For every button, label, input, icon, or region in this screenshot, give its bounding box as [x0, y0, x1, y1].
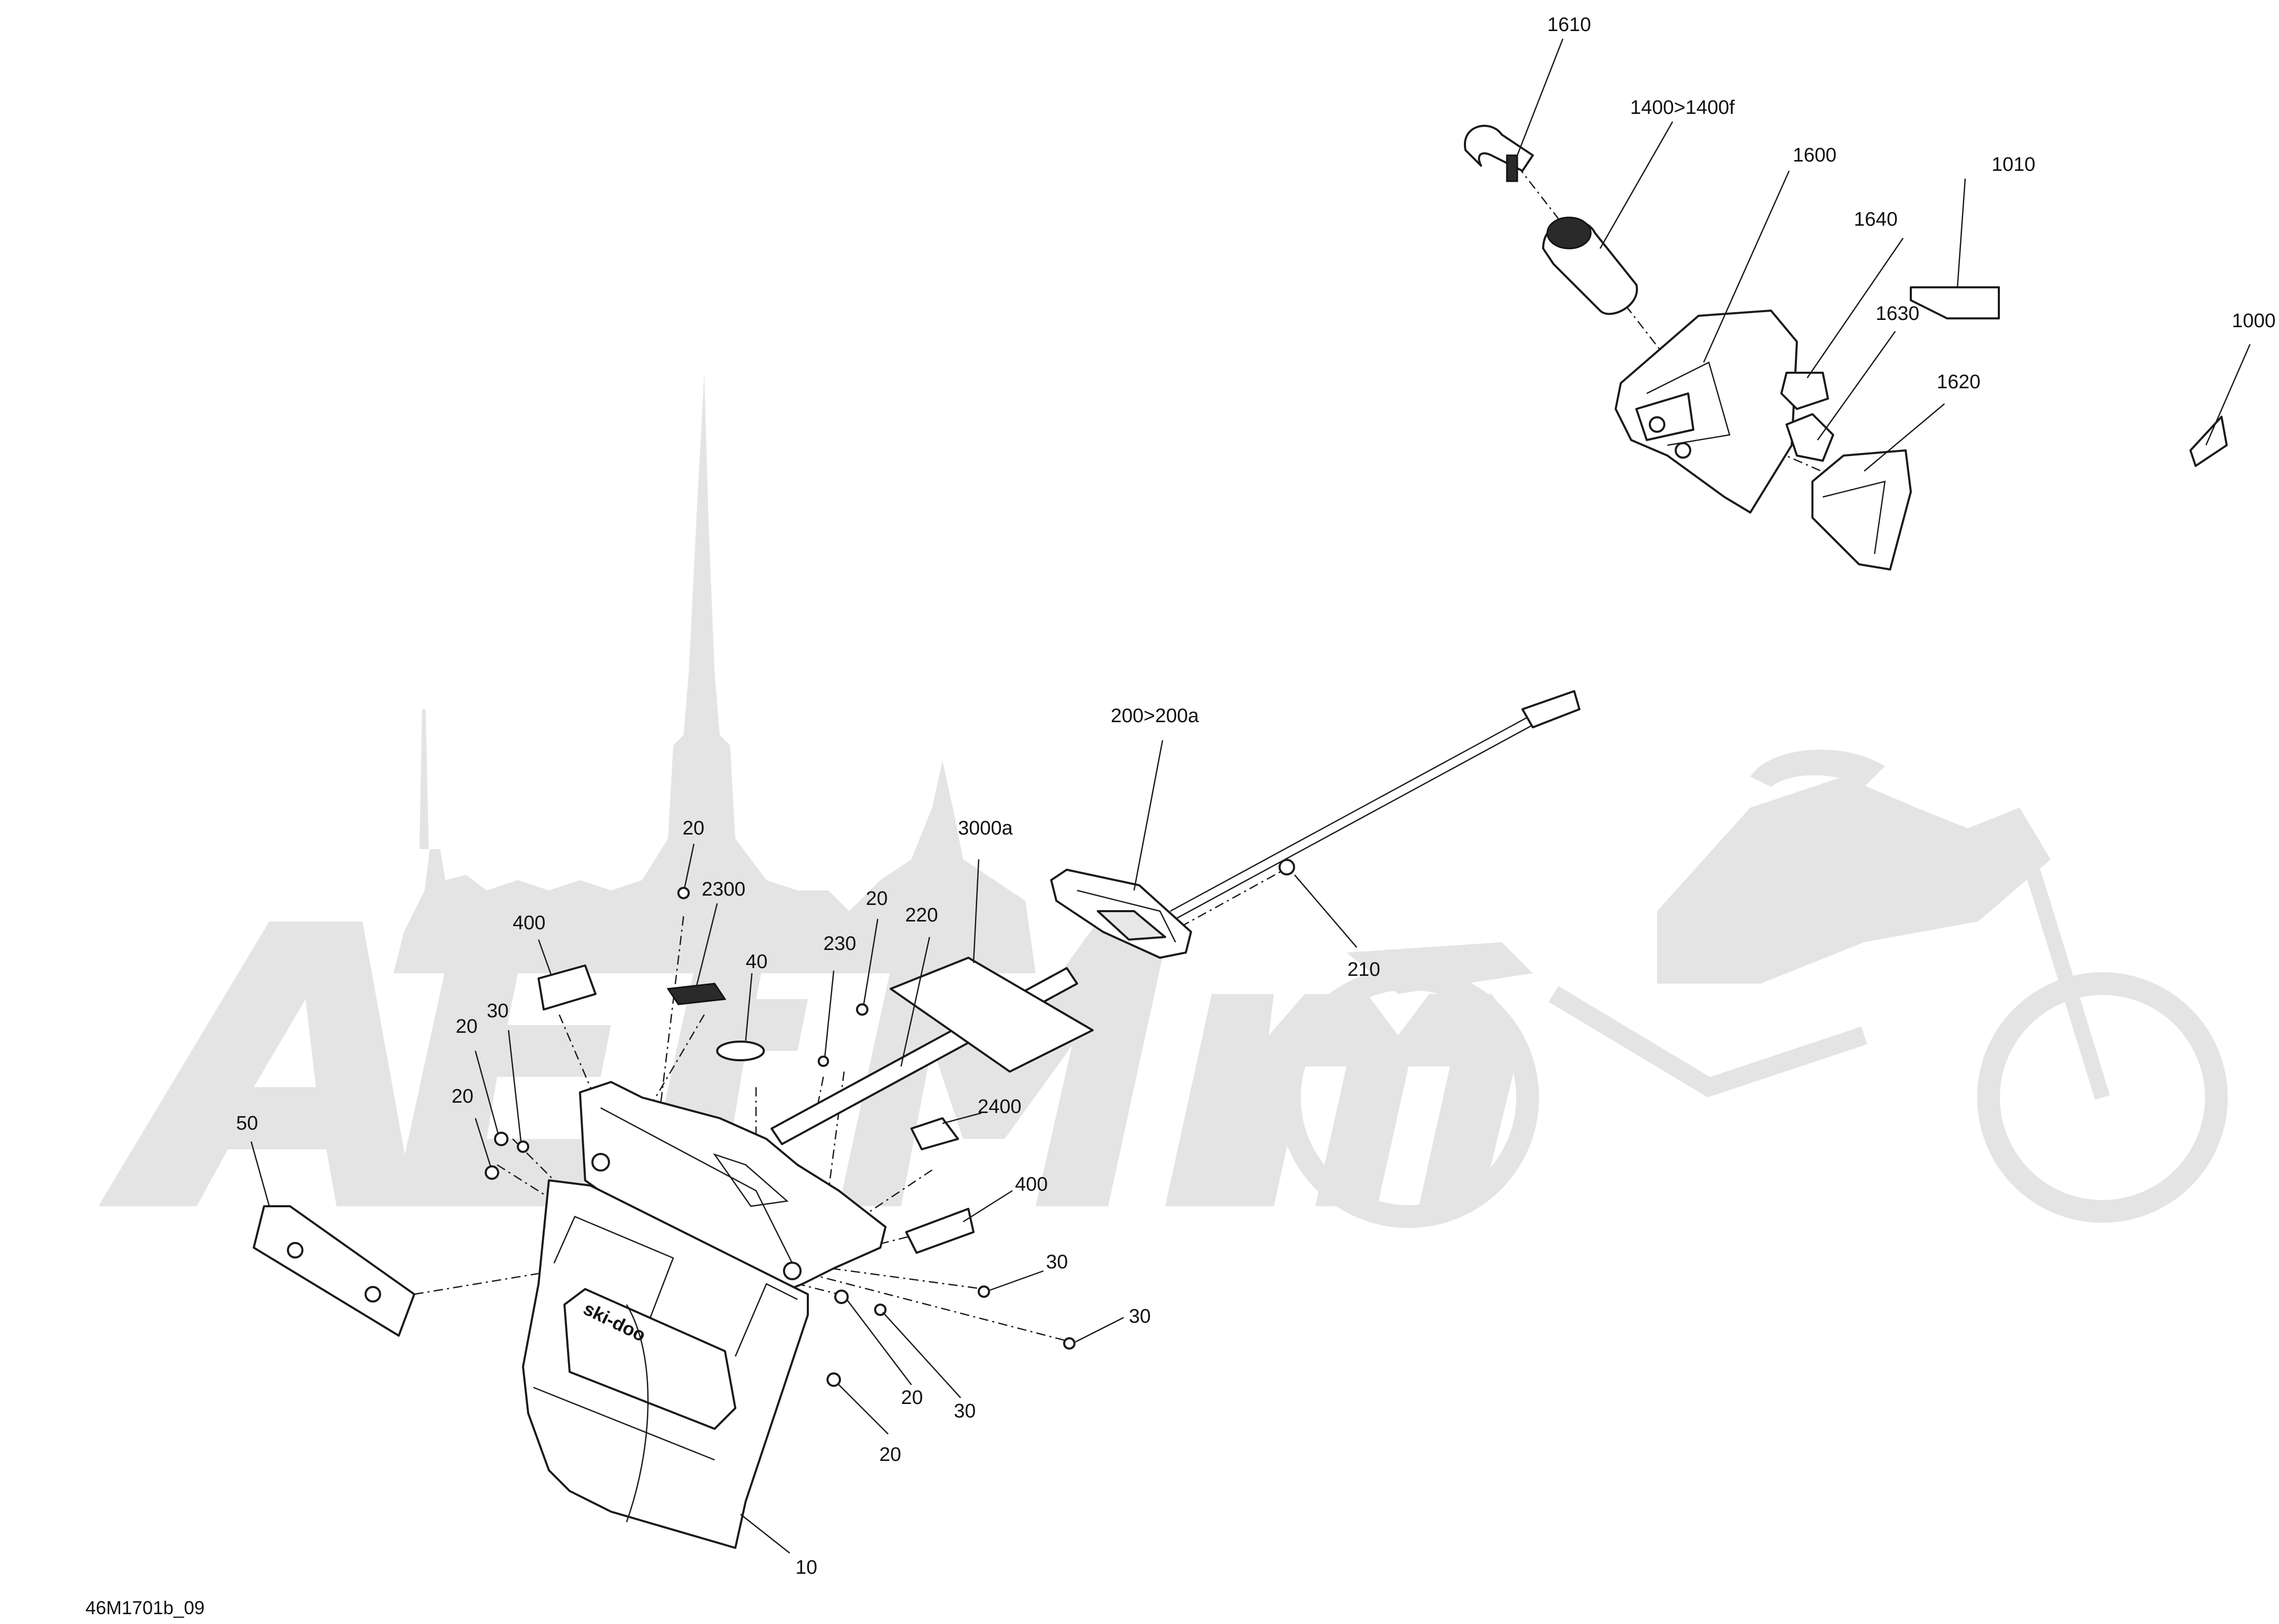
- callout-2400: 2400: [978, 1096, 1022, 1118]
- screw-20-d: [826, 1372, 841, 1387]
- bulb-1400-socket: [1546, 216, 1592, 250]
- callout-1010: 1010: [1992, 154, 2036, 175]
- housing-1600: [1615, 310, 1798, 514]
- callout-20b: 20: [866, 888, 888, 910]
- nut-30-a: [517, 1140, 529, 1153]
- leader-lines: [250, 38, 2251, 1554]
- callout-20e: 20: [901, 1387, 923, 1409]
- callout-230: 230: [823, 933, 856, 955]
- screw-20-right: [856, 1003, 868, 1016]
- cap-1630: [1786, 413, 1834, 462]
- callout-1640: 1640: [1854, 209, 1898, 230]
- screw-20-c: [834, 1290, 849, 1304]
- callout-400a: 400: [513, 912, 545, 934]
- callout-30d: 30: [954, 1400, 976, 1422]
- callout-1600: 1600: [1793, 144, 1837, 166]
- callout-400b: 400: [1015, 1174, 1048, 1195]
- screw-20-top: [677, 887, 690, 899]
- callout-220: 220: [905, 904, 938, 926]
- decal-2300: [666, 983, 727, 1005]
- headlight-housing-assembly: [1463, 125, 2228, 570]
- grommet-210: [1279, 859, 1295, 875]
- hardware: [485, 887, 1076, 1387]
- callout-3000a: 3000a: [958, 817, 1013, 839]
- ski-doo-emblem-plate: [563, 1288, 736, 1430]
- screw-20-b: [485, 1165, 499, 1180]
- callout-200: 200>200a: [1111, 705, 1199, 727]
- screw-20-a: [494, 1132, 509, 1146]
- callout-1400: 1400>1400f: [1630, 97, 1735, 119]
- screw-230: [818, 1056, 829, 1067]
- callout-1610: 1610: [1547, 14, 1591, 36]
- emblem-40: [716, 1041, 765, 1061]
- callout-10: 10: [795, 1557, 817, 1578]
- callout-30b: 30: [1046, 1251, 1068, 1273]
- callout-30a: 30: [487, 1000, 509, 1022]
- callout-2300: 2300: [702, 879, 746, 900]
- callout-210: 210: [1347, 959, 1380, 981]
- clip-1610-tab: [1506, 154, 1518, 182]
- decal-3000a: [890, 957, 1094, 1073]
- connector: [1521, 690, 1580, 728]
- callout-1630: 1630: [1876, 303, 1920, 325]
- cap-1640: [1780, 372, 1829, 410]
- decal-400-right: [905, 1208, 975, 1254]
- cover-1620: [1811, 449, 1912, 570]
- nut-30-c: [1063, 1337, 1076, 1350]
- decal-1010: [1910, 286, 2000, 319]
- callout-20f: 20: [879, 1444, 901, 1466]
- clip-1610: [1463, 125, 1534, 172]
- callout-1620: 1620: [1937, 371, 1981, 393]
- drawing-code: 46M1701b_09: [85, 1597, 205, 1618]
- bracket-50: [253, 1205, 415, 1337]
- mud-flap-assembly: ski-doo: [522, 1081, 887, 1549]
- callout-20d: 20: [452, 1086, 473, 1107]
- harness-and-decal: [771, 957, 1094, 1145]
- taillight-assembly: [1050, 690, 1580, 959]
- nut-30-b: [978, 1285, 990, 1298]
- callout-30c: 30: [1129, 1306, 1151, 1327]
- callout-1000: 1000: [2232, 310, 2276, 332]
- callout-50: 50: [236, 1113, 258, 1134]
- callout-40: 40: [746, 951, 767, 973]
- callout-20a: 20: [683, 817, 704, 839]
- decal-2400: [910, 1117, 959, 1150]
- callout-20c: 20: [456, 1016, 477, 1037]
- decal-400-left: [538, 964, 597, 1011]
- callout-labels: 1610 1400>1400f 1600 1010 1640 1630 1000…: [85, 14, 2276, 1618]
- decal-1000: [2189, 416, 2228, 467]
